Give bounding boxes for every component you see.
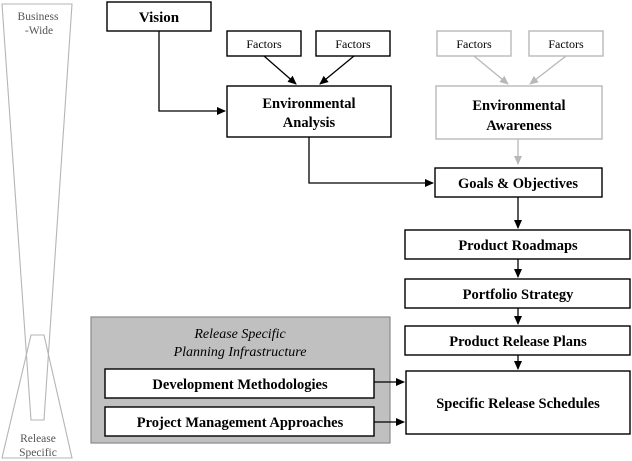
development-methodologies-node: Development Methodologies xyxy=(104,368,375,399)
env-analysis-label-1: Environmental xyxy=(262,96,355,112)
goals-objectives-node: Goals & Objectives xyxy=(434,167,603,198)
specific-release-schedules-node: Specific Release Schedules xyxy=(405,370,631,435)
environmental-analysis-node: Environmental Analysis xyxy=(226,85,392,138)
environmental-awareness-node: Environmental Awareness xyxy=(435,85,603,140)
roadmaps-label: Product Roadmaps xyxy=(458,238,578,254)
portfolio-label: Portfolio Strategy xyxy=(463,287,574,303)
vision-to-analysis-arrow xyxy=(158,31,226,115)
connectors xyxy=(158,31,522,426)
factors-c-arrow xyxy=(473,55,509,85)
release-plans-label: Product Release Plans xyxy=(449,334,587,350)
env-awareness-label-2: Awareness xyxy=(486,118,552,134)
goals-label: Goals & Objectives xyxy=(458,176,578,192)
factors-node-a: Factors xyxy=(226,30,302,57)
factors-b-arrow xyxy=(319,55,355,85)
env-analysis-label-2: Analysis xyxy=(283,115,336,131)
vision-label: Vision xyxy=(139,10,180,26)
env-awareness-label-1: Environmental xyxy=(472,98,565,114)
product-roadmaps-node: Product Roadmaps xyxy=(404,229,631,260)
analysis-to-goals-arrow xyxy=(308,137,434,187)
factors-c-label: Factors xyxy=(456,37,492,51)
inactive-connectors xyxy=(473,55,567,165)
factors-d-arrow xyxy=(529,55,567,85)
panel-title-1: Release Specific xyxy=(193,327,286,342)
factors-a-label: Factors xyxy=(246,37,282,51)
funnel-bottom-label-2: Specific xyxy=(19,447,57,459)
factors-a-arrow xyxy=(263,55,297,85)
panel-title-2: Planning Infrastructure xyxy=(173,345,307,360)
factors-node-d: Factors xyxy=(528,30,604,57)
release-schedules-label: Specific Release Schedules xyxy=(436,396,600,412)
vision-node: Vision xyxy=(106,1,212,32)
pm-approaches-label: Project Management Approaches xyxy=(137,415,344,431)
factors-node-c: Factors xyxy=(436,30,512,57)
scope-funnel: Business -Wide Release Specific xyxy=(1,3,73,459)
product-release-plans-node: Product Release Plans xyxy=(404,325,631,356)
project-management-approaches-node: Project Management Approaches xyxy=(104,406,375,437)
funnel-top-label-1: Business xyxy=(18,11,59,23)
dev-methods-label: Development Methodologies xyxy=(152,377,328,393)
factors-node-b: Factors xyxy=(315,30,391,57)
factors-b-label: Factors xyxy=(335,37,371,51)
portfolio-strategy-node: Portfolio Strategy xyxy=(404,278,631,309)
funnel-bottom-label-1: Release xyxy=(20,433,56,445)
factors-d-label: Factors xyxy=(548,37,584,51)
funnel-top-label-2: -Wide xyxy=(25,25,53,37)
